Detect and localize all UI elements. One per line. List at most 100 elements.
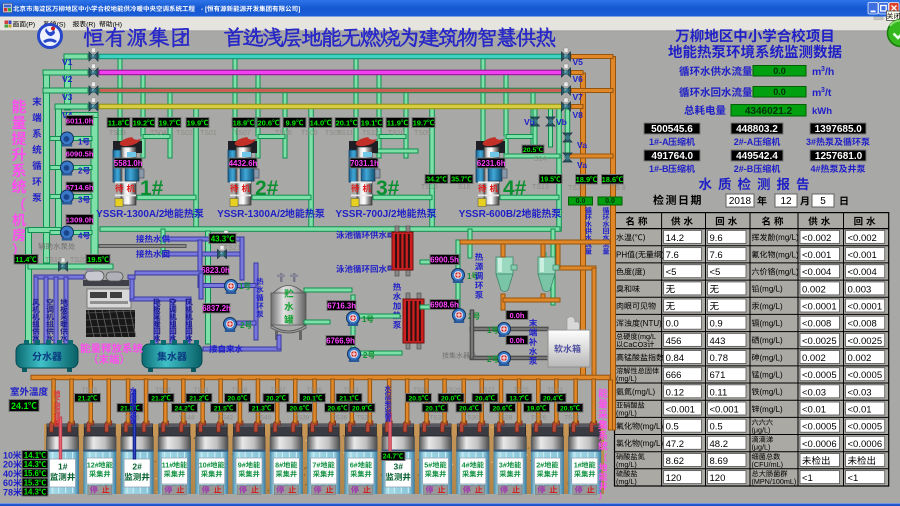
svg-text:TS42: TS42 [218, 415, 234, 422]
svg-text:3#: 3# [806, 137, 816, 147]
svg-text:0.0: 0.0 [666, 319, 679, 330]
svg-text:TS06: TS06 [301, 130, 318, 137]
svg-text:m: m [812, 87, 821, 99]
svg-text:19.5: 19.5 [540, 177, 554, 184]
svg-text:<0.0006: <0.0006 [802, 439, 837, 450]
svg-text:19.7: 19.7 [413, 118, 428, 127]
svg-text:TS04: TS04 [150, 130, 167, 137]
svg-text:(: ( [632, 268, 635, 277]
svg-text:(R): (R) [86, 22, 95, 29]
svg-text:20.1: 20.1 [425, 405, 438, 412]
svg-text:TS07: TS07 [234, 130, 251, 137]
svg-text:/t: /t [825, 87, 832, 99]
svg-text:TS20: TS20 [70, 257, 87, 264]
svg-text:0.002: 0.002 [848, 353, 872, 364]
svg-text:4432.6h: 4432.6h [229, 159, 258, 168]
svg-text:1#: 1# [140, 177, 164, 200]
svg-text:18.6: 18.6 [602, 175, 617, 184]
svg-text:21.1: 21.1 [339, 395, 352, 402]
svg-text:(H): (H) [113, 22, 122, 29]
svg-text:TS09: TS09 [414, 130, 431, 137]
svg-text:(mg/L): (mg/L) [616, 374, 637, 383]
svg-text:TS23: TS23 [547, 387, 563, 394]
svg-text:5: 5 [820, 196, 826, 207]
svg-text:5714.6h: 5714.6h [66, 183, 94, 192]
svg-text:2#: 2# [255, 177, 279, 200]
svg-text:43.3: 43.3 [211, 235, 227, 244]
svg-text:666: 666 [666, 370, 682, 381]
svg-text:15.6: 15.6 [24, 469, 40, 478]
svg-text:10: 10 [3, 451, 13, 461]
svg-text:21.8: 21.8 [120, 405, 133, 412]
svg-text:0.0: 0.0 [605, 198, 615, 205]
svg-text:19.2: 19.2 [133, 118, 148, 127]
svg-text:13.7: 13.7 [509, 395, 522, 402]
svg-text:120: 120 [710, 473, 726, 484]
svg-text:(mg/L): (mg/L) [632, 388, 655, 397]
svg-text:<0.0005: <0.0005 [848, 370, 883, 381]
svg-text:TS 8: TS 8 [611, 185, 626, 192]
svg-text:TS40: TS40 [256, 415, 272, 422]
svg-text:1: 1 [239, 282, 244, 291]
svg-text:1#: 1# [574, 461, 582, 470]
svg-text:1397685.0: 1397685.0 [815, 124, 863, 135]
svg-text:3: 3 [78, 196, 83, 205]
svg-text:<1: <1 [802, 473, 813, 484]
svg-text:(mg/L): (mg/L) [760, 285, 783, 294]
svg-text:(P): (P) [26, 22, 35, 29]
svg-text:18.9: 18.9 [576, 175, 591, 184]
svg-text:21.2: 21.2 [189, 395, 202, 402]
svg-text:6837.2h: 6837.2h [202, 304, 231, 313]
svg-text:TS28: TS28 [497, 415, 513, 422]
svg-text:3#: 3# [376, 177, 400, 200]
svg-text:Vb: Vb [556, 117, 567, 127]
svg-text:TS34: TS34 [356, 415, 372, 422]
svg-text:TS31: TS31 [413, 387, 429, 394]
svg-text:V3: V3 [62, 92, 73, 102]
svg-text:20.4: 20.4 [475, 395, 488, 402]
svg-text:<0.001: <0.001 [710, 405, 739, 416]
svg-text:(mg/L): (mg/L) [760, 371, 783, 380]
svg-text:8.69: 8.69 [710, 456, 729, 467]
svg-text:4#: 4# [462, 461, 470, 470]
svg-text:2#-A: 2#-A [734, 137, 754, 147]
svg-text:<0.03: <0.03 [848, 387, 872, 398]
svg-text:34.2: 34.2 [426, 177, 440, 184]
svg-text:(mg/L): (mg/L) [760, 319, 783, 328]
svg-text:CaCO3: CaCO3 [623, 340, 647, 349]
svg-text:TS38: TS38 [294, 415, 310, 422]
svg-text:(mg/L): (mg/L) [640, 439, 663, 448]
svg-text:21.5: 21.5 [214, 405, 227, 412]
svg-text:48.2: 48.2 [710, 439, 729, 450]
svg-text:TS45: TS45 [82, 387, 98, 394]
svg-text:20.0: 20.0 [228, 395, 241, 402]
svg-text:6900.5h: 6900.5h [430, 255, 459, 264]
svg-text:(NTU): (NTU) [640, 319, 662, 328]
svg-text:V6: V6 [573, 74, 584, 84]
svg-text:4#: 4# [811, 164, 821, 174]
svg-text:20.1: 20.1 [336, 118, 351, 127]
svg-text:1#-A: 1#-A [649, 137, 669, 147]
svg-text:2: 2 [363, 351, 368, 360]
svg-text:0.002: 0.002 [802, 284, 826, 295]
svg-text:0.5: 0.5 [666, 422, 679, 433]
svg-text:TS32: TS32 [429, 415, 445, 422]
svg-text:TS33: TS33 [343, 387, 359, 394]
svg-text:0.84: 0.84 [666, 353, 685, 364]
svg-text:2#: 2# [536, 461, 544, 470]
svg-text:<0.01: <0.01 [802, 405, 826, 416]
svg-text:<5: <5 [710, 267, 721, 278]
svg-text:1: 1 [78, 138, 83, 147]
svg-text:(MPN/100mL): (MPN/100mL) [752, 477, 797, 486]
svg-text:TS41: TS41 [193, 387, 209, 394]
svg-text:19.7: 19.7 [159, 118, 174, 127]
svg-text:449542.4: 449542.4 [736, 151, 778, 162]
svg-text:<0.0006: <0.0006 [848, 439, 883, 450]
svg-text:1#-B: 1#-B [649, 164, 669, 174]
svg-text:20.0: 20.0 [441, 395, 454, 402]
svg-text:35.7: 35.7 [451, 177, 465, 184]
svg-text:<0.002: <0.002 [802, 233, 831, 244]
svg-text:<0.004: <0.004 [802, 267, 831, 278]
svg-text:<0.001: <0.001 [666, 405, 695, 416]
svg-text:(mg/L): (mg/L) [776, 233, 799, 242]
